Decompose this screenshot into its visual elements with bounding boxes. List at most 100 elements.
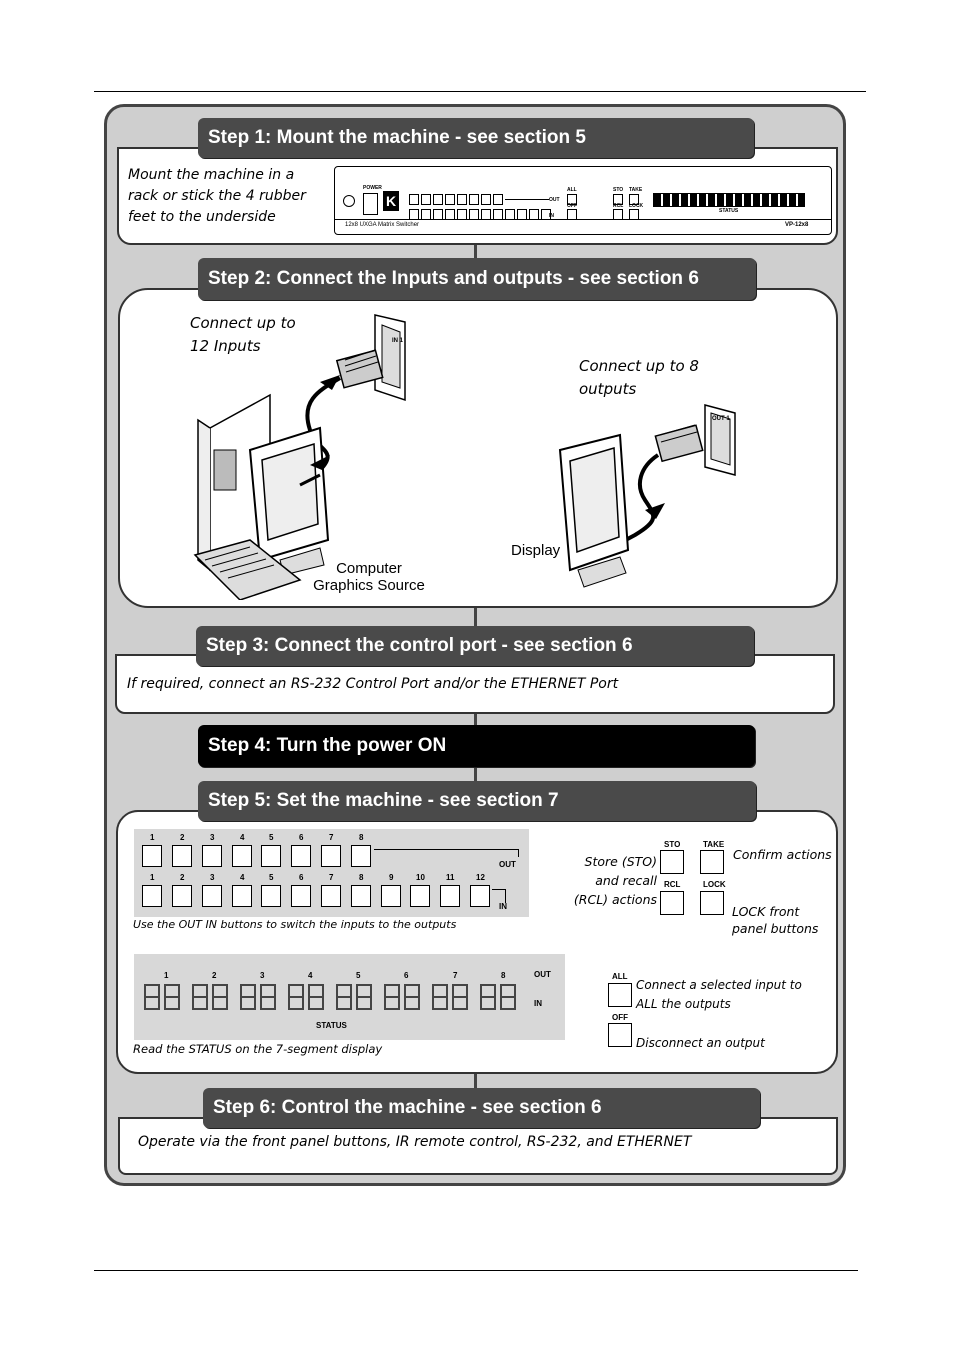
out-number: 8 <box>359 833 364 842</box>
device-all-button[interactable] <box>567 194 577 205</box>
device-lock-button[interactable] <box>629 209 639 220</box>
step3-text: If required, connect an RS-232 Control P… <box>127 676 619 692</box>
rcl-button[interactable] <box>660 891 684 915</box>
status-in-label: IN <box>534 999 542 1008</box>
step3-title: Step 3: Connect the control port - see s… <box>206 635 633 656</box>
out1-label: OUT 1 <box>712 416 730 422</box>
in-number: 8 <box>359 873 364 882</box>
device-in-button[interactable] <box>421 209 431 220</box>
connector <box>474 244 477 264</box>
device-in-button[interactable] <box>493 209 503 220</box>
status-caption: Read the STATUS on the 7-segment display <box>133 1042 383 1056</box>
in-button-11[interactable] <box>440 885 460 907</box>
in-button-8[interactable] <box>351 885 371 907</box>
device-out-button[interactable] <box>421 194 431 205</box>
all-button[interactable] <box>608 983 632 1007</box>
device-out-button[interactable] <box>445 194 455 205</box>
device-out-button[interactable] <box>433 194 443 205</box>
all-text: Connect a selected input to ALL the outp… <box>636 978 802 1011</box>
device-model-code: VP-12x8 <box>785 222 809 228</box>
device-in-button[interactable] <box>445 209 455 220</box>
sto-button[interactable] <box>660 850 684 874</box>
status-number: 1 <box>164 971 169 980</box>
in-button-4[interactable] <box>232 885 252 907</box>
device-out-button[interactable] <box>481 194 491 205</box>
in-number: 4 <box>240 873 245 882</box>
in-button-7[interactable] <box>321 885 341 907</box>
confirm-text: Confirm actions <box>733 847 832 862</box>
off-text: Disconnect an output <box>636 1036 765 1050</box>
out-button-6[interactable] <box>291 845 311 867</box>
device-front-panel: POWER K OUT IN ALL OFF STO TAKE RCL LOCK <box>334 166 832 235</box>
in-number: 2 <box>180 873 185 882</box>
outputs-text: Connect up to 8 outputs <box>579 357 699 398</box>
in-number: 5 <box>269 873 274 882</box>
status-number: 7 <box>453 971 458 980</box>
buttons-caption: Use the OUT IN buttons to switch the inp… <box>133 918 457 931</box>
in-button-2[interactable] <box>172 885 192 907</box>
connector <box>474 711 477 729</box>
in-button-9[interactable] <box>381 885 401 907</box>
device-out-button[interactable] <box>457 194 467 205</box>
kramer-logo-icon: K <box>383 191 399 211</box>
display-label: Display <box>511 542 561 559</box>
step6-text: Operate via the front panel buttons, IR … <box>138 1134 692 1150</box>
device-in-button[interactable] <box>541 209 551 220</box>
power-switch[interactable] <box>363 193 378 215</box>
device-rcl-button[interactable] <box>613 209 623 220</box>
device-out-button[interactable] <box>409 194 419 205</box>
out-button-5[interactable] <box>261 845 281 867</box>
step4-title: Step 4: Turn the power ON <box>208 735 447 756</box>
in-number: 7 <box>329 873 334 882</box>
inputs-text: Connect up to 12 Inputs <box>190 314 296 355</box>
in-button-1[interactable] <box>142 885 162 907</box>
out-number: 7 <box>329 833 334 842</box>
device-in-button[interactable] <box>457 209 467 220</box>
step1-title: Step 1: Mount the machine - see section … <box>208 127 586 148</box>
out-button-7[interactable] <box>321 845 341 867</box>
in-number: 6 <box>299 873 304 882</box>
rcl-label: RCL <box>664 880 681 889</box>
step5-title: Step 5: Set the machine - see section 7 <box>208 790 559 811</box>
step3-banner: Step 3: Connect the control port - see s… <box>196 626 754 666</box>
in-number: 3 <box>210 873 215 882</box>
device-out-button[interactable] <box>469 194 479 205</box>
device-out-button[interactable] <box>493 194 503 205</box>
out-button-1[interactable] <box>142 845 162 867</box>
out-number: 2 <box>180 833 185 842</box>
out-button-4[interactable] <box>232 845 252 867</box>
in-button-12[interactable] <box>470 885 490 907</box>
out-button-2[interactable] <box>172 845 192 867</box>
out-button-3[interactable] <box>202 845 222 867</box>
step2-title: Step 2: Connect the Inputs and outputs -… <box>208 268 699 289</box>
computer-illustration <box>193 314 406 600</box>
device-in-button[interactable] <box>469 209 479 220</box>
device-in-button[interactable] <box>433 209 443 220</box>
connector <box>474 765 477 783</box>
device-take-button[interactable] <box>629 194 639 205</box>
take-button[interactable] <box>700 850 724 874</box>
computer-label: Computer Graphics Source <box>304 560 434 594</box>
lock-button[interactable] <box>700 891 724 915</box>
in-button-10[interactable] <box>410 885 430 907</box>
in-button-3[interactable] <box>202 885 222 907</box>
off-button[interactable] <box>608 1023 632 1047</box>
device-sto-button[interactable] <box>613 194 623 205</box>
device-in-button[interactable] <box>505 209 515 220</box>
out-row-label: OUT <box>499 860 516 869</box>
device-in-button[interactable] <box>481 209 491 220</box>
out-button-8[interactable] <box>351 845 371 867</box>
device-in-button[interactable] <box>409 209 419 220</box>
step6-banner: Step 6: Control the machine - see sectio… <box>203 1088 760 1128</box>
in1-label: IN 1 <box>392 338 404 344</box>
device-in-button[interactable] <box>517 209 527 220</box>
step2-banner: Step 2: Connect the Inputs and outputs -… <box>198 258 756 300</box>
step1-banner: Step 1: Mount the machine - see section … <box>198 118 754 158</box>
in-button-5[interactable] <box>261 885 281 907</box>
device-off-button[interactable] <box>567 209 577 220</box>
in-button-6[interactable] <box>291 885 311 907</box>
computer-label-text: Computer Graphics Source <box>313 560 425 594</box>
device-off-label: OFF <box>567 203 577 209</box>
in-number: 12 <box>476 873 485 882</box>
device-in-button[interactable] <box>529 209 539 220</box>
